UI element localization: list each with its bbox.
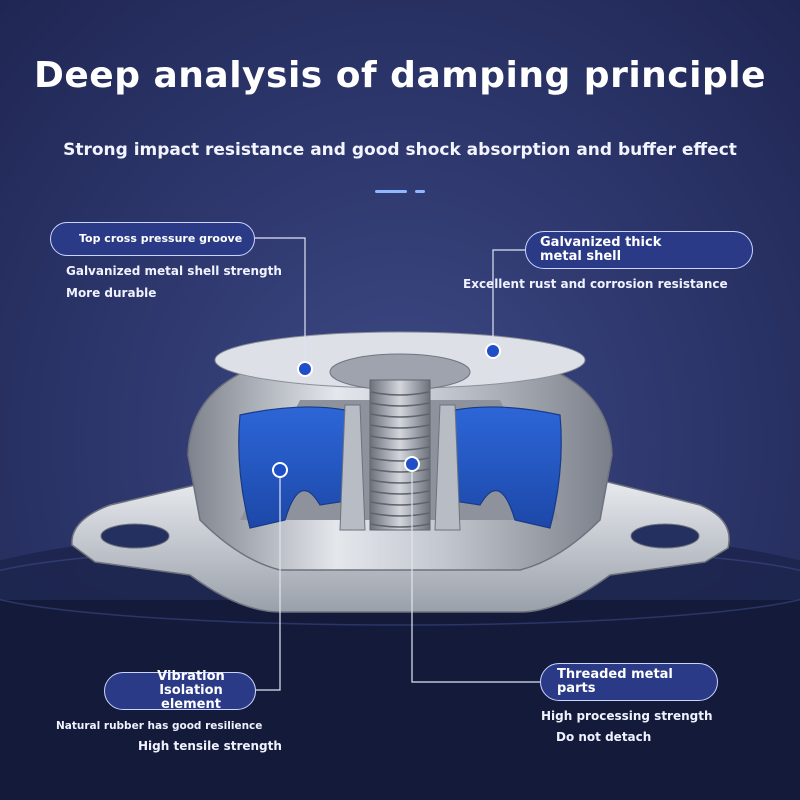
thread-line xyxy=(370,446,430,451)
callout-vibration-line-2: High tensile strength xyxy=(138,739,282,753)
callout-shell-line-1: Excellent rust and corrosion resistance xyxy=(463,277,728,291)
callout-threaded-label: Threaded metal parts xyxy=(540,663,718,701)
divider-dash-short xyxy=(415,190,425,193)
callout-threaded-line-1: High processing strength xyxy=(541,709,713,723)
thread-line xyxy=(370,468,430,473)
page-title: Deep analysis of damping principle xyxy=(33,55,766,96)
marker-top-groove xyxy=(297,361,313,377)
page-subtitle: Strong impact resistance and good shock … xyxy=(63,140,737,160)
thread-line xyxy=(370,424,430,429)
callout-top-groove-line-1: Galvanized metal shell strength xyxy=(66,264,282,278)
callout-vibration-label: Vibration Isolation element xyxy=(104,669,256,712)
rubber-left xyxy=(238,406,353,529)
rubber-right xyxy=(447,406,562,529)
thread-line xyxy=(370,413,430,418)
callout-shell-label: Galvanized thick metal shell xyxy=(525,231,753,269)
callout-markers xyxy=(272,343,501,478)
thread-line xyxy=(370,523,430,528)
thread-line xyxy=(370,457,430,462)
thread-line xyxy=(370,435,430,440)
callout-top-groove-label: Top cross pressure groove xyxy=(50,222,255,256)
leader-lines xyxy=(254,237,540,691)
thread-line xyxy=(370,512,430,517)
thread-line xyxy=(370,501,430,506)
marker-rubber xyxy=(272,462,288,478)
thread-line xyxy=(370,490,430,495)
divider-dash-long xyxy=(375,190,407,193)
thread-line xyxy=(370,479,430,484)
marker-shell xyxy=(485,343,501,359)
thread-line xyxy=(370,391,430,396)
callout-vibration-line-1: Natural rubber has good resilience xyxy=(56,720,263,732)
thread-lines xyxy=(370,391,430,528)
callout-threaded-line-2: Do not detach xyxy=(556,730,652,744)
thread-line xyxy=(370,402,430,407)
callout-top-groove-line-2: More durable xyxy=(66,286,157,300)
marker-thread xyxy=(404,456,420,472)
